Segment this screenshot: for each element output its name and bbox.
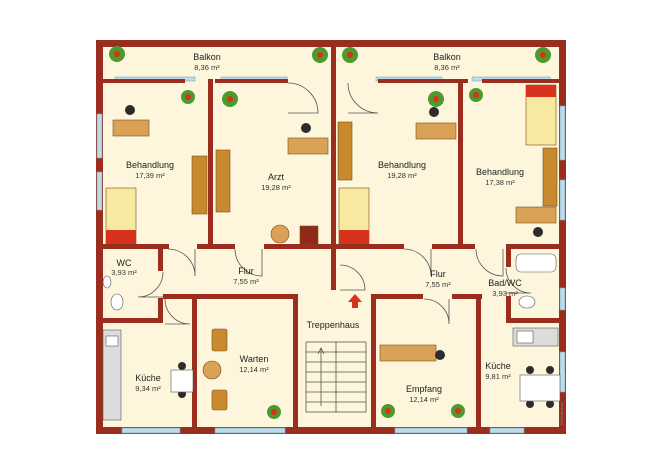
room-area-balkon-right: 8,36 m² xyxy=(434,63,460,72)
room-area-wc: 3,93 m² xyxy=(111,268,137,277)
room-name-balkon-right: Balkon xyxy=(433,52,461,62)
room-name-flur-right: Flur xyxy=(430,269,446,279)
room-name-warten: Warten xyxy=(240,354,269,364)
staircase xyxy=(305,341,367,413)
doors xyxy=(137,82,532,325)
room-name-arzt: Arzt xyxy=(268,172,285,182)
room-name-behandlung-right: Behandlung xyxy=(476,167,524,177)
bathroom-fixtures xyxy=(102,253,557,311)
room-area-flur-left: 7,55 m² xyxy=(233,277,259,286)
interior-walls xyxy=(103,40,559,427)
room-area-behandlung-middle: 19,28 m² xyxy=(387,171,417,180)
room-name-flur-left: Flur xyxy=(238,266,254,276)
room-name-treppenhaus: Treppenhaus xyxy=(307,320,360,330)
room-name-balkon-left: Balkon xyxy=(193,52,221,62)
room-area-flur-right: 7,55 m² xyxy=(425,280,451,289)
dining-tables xyxy=(170,369,561,402)
up-arrow-icon xyxy=(348,294,362,308)
room-area-warten: 12,14 m² xyxy=(239,365,269,374)
room-name-behandlung-left: Behandlung xyxy=(126,160,174,170)
room-area-behandlung-right: 17,38 m² xyxy=(485,178,515,187)
room-name-bad-wc: Bad/WC xyxy=(488,278,522,288)
plants xyxy=(109,46,551,419)
desks xyxy=(112,119,557,380)
room-name-kueche-right: Küche xyxy=(485,361,511,371)
room-area-behandlung-left: 17,39 m² xyxy=(135,171,165,180)
credit-label: McGrundriss xyxy=(559,402,564,425)
room-name-empfang: Empfang xyxy=(406,384,442,394)
room-name-kueche-left: Küche xyxy=(135,373,161,383)
room-name-behandlung-middle: Behandlung xyxy=(378,160,426,170)
room-area-balkon-left: 8,36 m² xyxy=(194,63,220,72)
room-area-kueche-right: 9,81 m² xyxy=(485,372,511,381)
room-area-kueche-left: 9,34 m² xyxy=(135,384,161,393)
room-area-bad-wc: 3,93 m² xyxy=(492,289,518,298)
kitchen-counters xyxy=(102,327,559,421)
cabinets xyxy=(191,121,558,411)
room-area-empfang: 12,14 m² xyxy=(409,395,439,404)
beds xyxy=(105,84,557,245)
room-area-arzt: 19,28 m² xyxy=(261,183,291,192)
chairs xyxy=(125,105,554,408)
room-name-wc: WC xyxy=(117,258,132,268)
